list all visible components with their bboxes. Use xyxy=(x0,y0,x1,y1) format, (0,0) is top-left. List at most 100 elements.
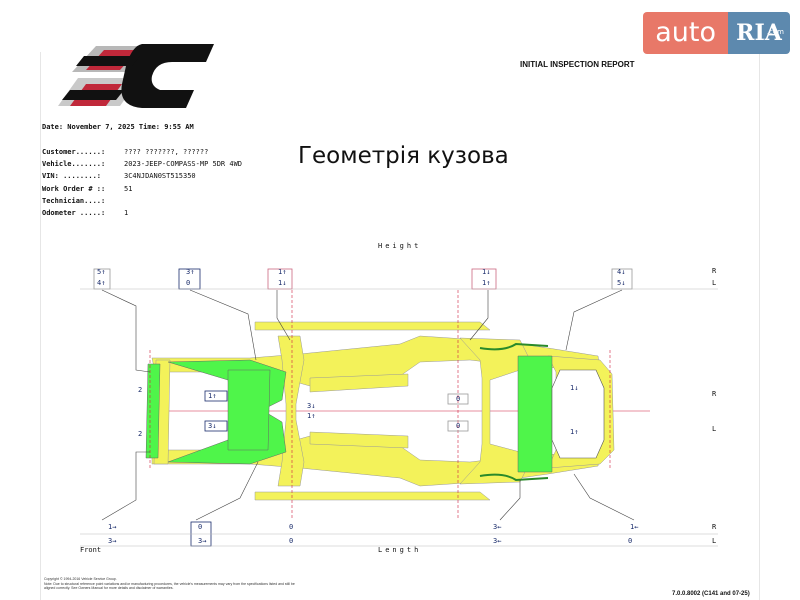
copyright-text: Copyright © 1994-2016 Vehicle Service Gr… xyxy=(44,577,117,581)
side-label-l: L xyxy=(712,537,717,545)
height-reading: 5↑ xyxy=(97,268,105,276)
watermark-ria-logo: RIA .com xyxy=(728,12,790,54)
arrow-down-icon: ↓ xyxy=(621,268,626,276)
height-value: 3 xyxy=(186,268,191,276)
watermark-com-text: .com xyxy=(766,28,784,36)
height-reading: 0 xyxy=(186,279,190,287)
arrow-down-icon: ↓ xyxy=(574,384,579,392)
length-reading: 1← xyxy=(630,523,638,531)
info-value: 3C4NJDAN0ST515350 xyxy=(124,172,196,181)
software-version: 7.0.0.8002 (C141 and 07-25) xyxy=(672,591,750,597)
info-value: 1 xyxy=(124,209,129,218)
length-value: 0 xyxy=(198,523,203,531)
height-reading: 1↓ xyxy=(278,279,286,287)
info-label: Customer......: xyxy=(42,148,106,156)
width-value: 1 xyxy=(208,392,213,400)
height-value: 5 xyxy=(97,268,102,276)
length-reading: 0 xyxy=(628,537,632,545)
height-reading: 1↑ xyxy=(482,279,490,287)
info-label: Vehicle.......: xyxy=(42,160,106,169)
height-value: 1 xyxy=(278,268,283,276)
arrow-up-icon: ↑ xyxy=(486,279,491,287)
width-value: 2 xyxy=(138,386,143,394)
height-value: 4 xyxy=(97,279,102,287)
side-label-l: L xyxy=(712,425,717,433)
info-value: 2023-JEEP-COMPASS-MP 5DR 4WD xyxy=(124,160,243,169)
info-row-technician: Technician....: xyxy=(42,195,242,207)
side-label-r: R xyxy=(712,523,717,531)
arrow-down-icon: ↓ xyxy=(311,402,316,410)
height-reading: 3↑ xyxy=(186,268,194,276)
length-reading: 0 xyxy=(289,537,293,545)
side-label-l: L xyxy=(712,279,717,287)
length-value: 3 xyxy=(493,523,498,531)
arrow-right-icon: → xyxy=(202,537,207,545)
company-logo xyxy=(58,44,214,108)
height-reading: 5↓ xyxy=(617,279,625,287)
arrow-right-icon: → xyxy=(112,523,117,531)
arrow-up-icon: ↑ xyxy=(311,412,316,420)
info-row-vehicle: Vehicle.......: 2023-JEEP-COMPASS-MP 5DR … xyxy=(42,158,242,170)
arrow-down-icon: ↓ xyxy=(621,279,626,287)
width-reading: 2 xyxy=(138,430,142,438)
width-value: 2 xyxy=(138,430,143,438)
info-label: VIN: ........: xyxy=(42,172,102,181)
info-value: 51 xyxy=(124,184,133,193)
arrow-left-icon: ← xyxy=(497,523,502,531)
disclaimer-text: Note: Due to structural reference point … xyxy=(44,581,295,591)
side-label-r: R xyxy=(712,390,717,398)
info-label: Technician....: xyxy=(42,196,106,205)
height-reading: 4↓ xyxy=(617,268,625,276)
arrow-up-icon: ↑ xyxy=(212,392,217,400)
arrow-down-icon: ↓ xyxy=(282,279,287,287)
arrow-left-icon: ← xyxy=(497,537,502,545)
height-value: 5 xyxy=(617,279,622,287)
height-value: 4 xyxy=(617,268,622,276)
width-reading: 1↑ xyxy=(307,412,315,420)
length-value: 3 xyxy=(493,537,498,545)
body-geometry-title: Геометрія кузова xyxy=(298,143,509,169)
length-value: 0 xyxy=(289,523,294,531)
width-value: 0 xyxy=(456,395,461,403)
length-value: 1 xyxy=(108,523,113,531)
length-reading: 3← xyxy=(493,537,501,545)
vehicle-frame xyxy=(145,321,615,501)
width-reading: 0 xyxy=(456,422,460,430)
front-label: Front xyxy=(80,546,102,554)
height-value: 1 xyxy=(482,268,487,276)
length-axis-label: Length xyxy=(378,546,422,554)
length-value: 0 xyxy=(628,537,633,545)
height-axis-label: Height xyxy=(378,242,422,250)
info-row-odometer: Odometer .....:1 xyxy=(42,207,242,219)
width-value: 3 xyxy=(208,422,213,430)
arrow-up-icon: ↑ xyxy=(282,268,287,276)
width-reading: 0 xyxy=(456,395,460,403)
arrow-left-icon: ← xyxy=(634,523,639,531)
height-value: 1 xyxy=(278,279,283,287)
length-reading: 0 xyxy=(289,523,293,531)
width-reading: 1↑ xyxy=(570,428,578,436)
report-datetime: Date: November 7, 2025 Time: 9:55 AM xyxy=(42,123,194,131)
width-value: 1 xyxy=(570,384,575,392)
width-value: 1 xyxy=(307,412,312,420)
info-value: ???? ???????, ?????? xyxy=(124,148,209,156)
info-row-work-order: Work Order # ::51 xyxy=(42,183,242,195)
info-row-vin: VIN: ........: 3C4NJDAN0ST515350 xyxy=(42,170,242,182)
width-reading: 1↓ xyxy=(570,384,578,392)
auto-ria-watermark: auto RIA .com xyxy=(643,12,790,54)
length-reading: 3→ xyxy=(198,537,206,545)
vehicle-info: Customer......: ???? ???????, ?????? Vehi… xyxy=(42,146,242,219)
length-value: 3 xyxy=(108,537,113,545)
length-reading: 0 xyxy=(198,523,202,531)
height-value: 0 xyxy=(186,279,191,287)
length-reading: 3→ xyxy=(108,537,116,545)
length-value: 3 xyxy=(198,537,203,545)
arrow-up-icon: ↑ xyxy=(101,268,106,276)
height-reading: 1↑ xyxy=(278,268,286,276)
width-reading: 1↑ xyxy=(208,392,216,400)
arrow-up-icon: ↑ xyxy=(101,279,106,287)
height-reading: 1↓ xyxy=(482,268,490,276)
arrow-down-icon: ↓ xyxy=(486,268,491,276)
arrow-up-icon: ↑ xyxy=(574,428,579,436)
info-row-customer: Customer......: ???? ???????, ?????? xyxy=(42,146,242,158)
